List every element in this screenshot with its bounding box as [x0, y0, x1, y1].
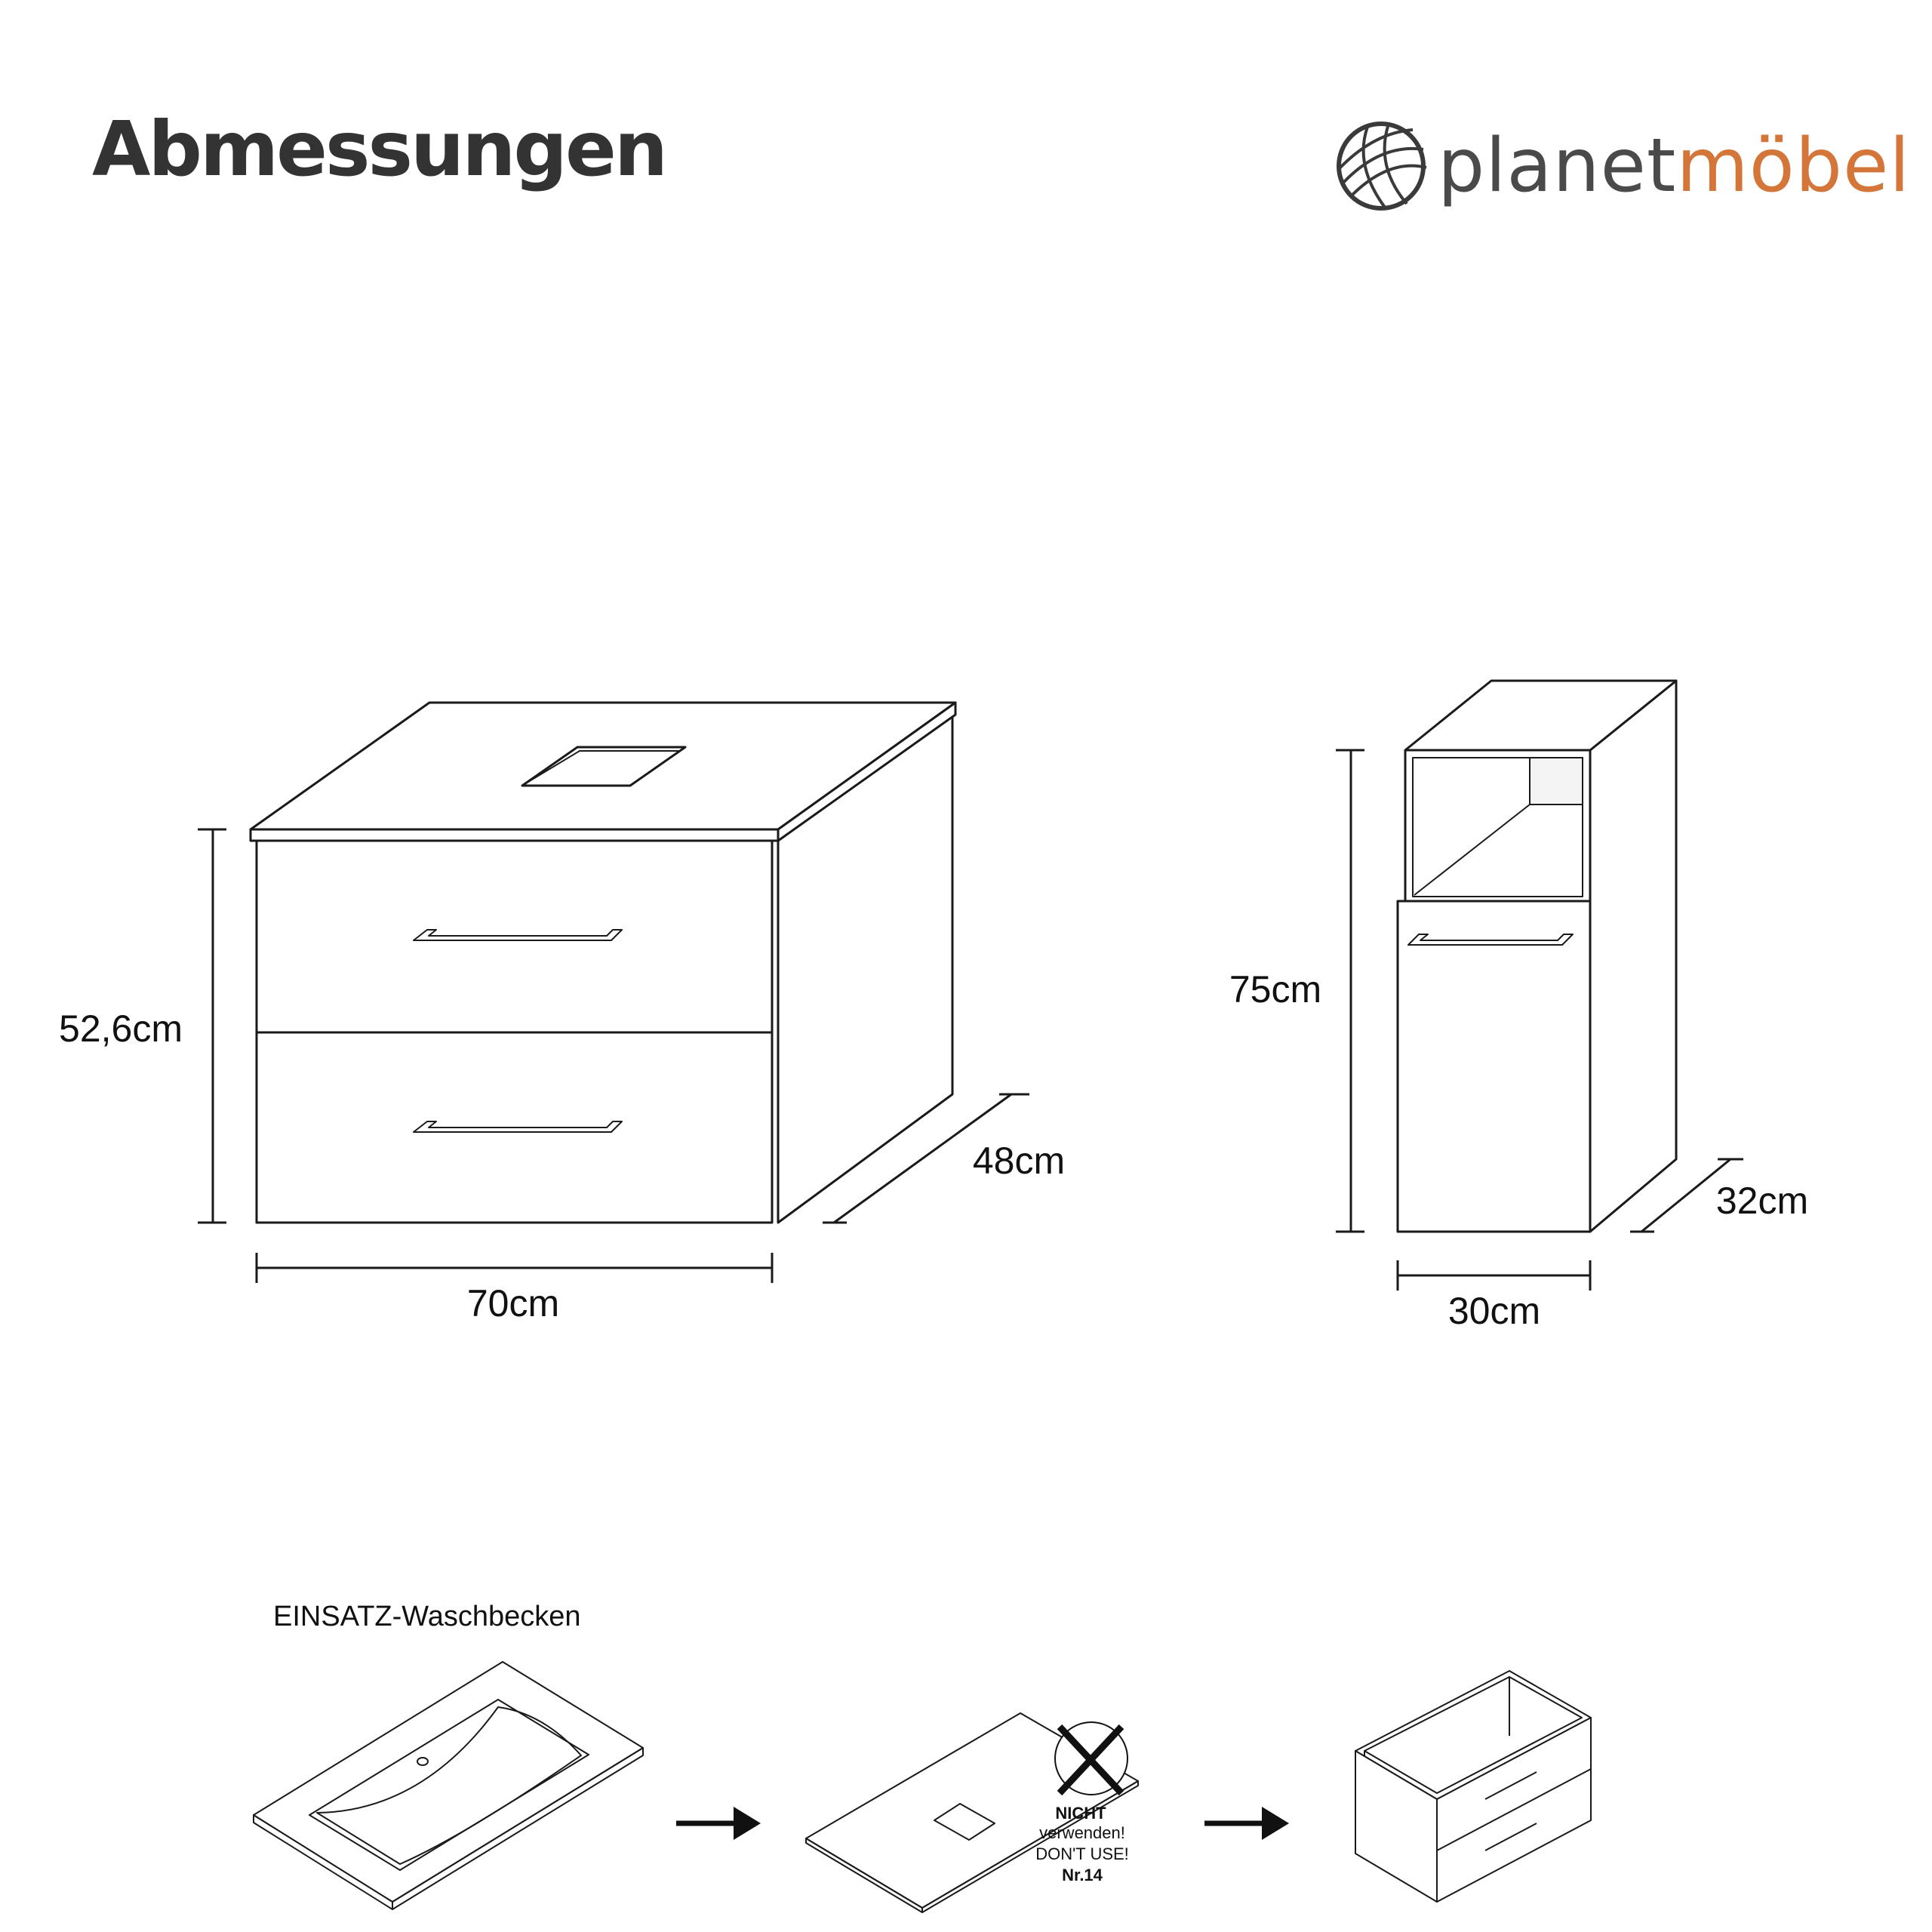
basin-bowl — [309, 1699, 589, 1871]
brand-logo: planetmöbel — [1328, 106, 1909, 219]
cabinet-depth-dimension — [1630, 1158, 1743, 1233]
globe-icon — [1337, 122, 1427, 211]
brand-name: planetmöbel — [1438, 122, 1910, 211]
carcass-drawer-divider — [1436, 1768, 1592, 1851]
brand-name-part-2: möbel — [1676, 123, 1911, 209]
arrow-right-icon — [1204, 1807, 1289, 1840]
cabinet-door-handle — [1407, 934, 1574, 946]
vanity-width-label: 70cm — [467, 1282, 559, 1324]
page-title: Abmessungen — [92, 105, 668, 193]
vanity-drawer-handle-bottom — [413, 1121, 623, 1133]
carcass-drawing — [1355, 1670, 1592, 1903]
side-cabinet-drawing: 75cm 30cm 32cm — [1229, 679, 1808, 1332]
cabinet-side-panel — [1589, 679, 1678, 1233]
countertop-not-used-drawing: NICHT verwenden! DON'T USE! Nr.14 — [805, 1712, 1139, 1913]
cabinet-width-dimension — [1396, 1260, 1592, 1291]
warning-line-4: Nr.14 — [1062, 1866, 1103, 1884]
warning-line-2: verwenden! — [1039, 1823, 1125, 1842]
vanity-unit-drawing: 52,6cm 70cm 48cm — [59, 701, 1065, 1324]
vanity-height-label: 52,6cm — [59, 1008, 183, 1050]
cabinet-depth-label: 32cm — [1716, 1180, 1808, 1222]
vanity-sink-cutout — [521, 746, 687, 787]
vanity-depth-label: 48cm — [973, 1140, 1065, 1182]
vanity-depth-dimension — [823, 1093, 1029, 1224]
installation-sequence: EINSATZ-Waschbecken — [253, 1601, 1592, 1913]
vanity-top-side-edge — [777, 701, 957, 842]
countertop-cutout — [934, 1803, 995, 1841]
prohibited-icon — [1054, 1721, 1128, 1796]
vanity-top-front-edge — [249, 828, 780, 842]
vanity-sink-cutout-inner — [528, 750, 679, 783]
cabinet-shelf-back — [1529, 757, 1583, 805]
vanity-height-dimension — [198, 828, 226, 1224]
basin-drain — [417, 1757, 429, 1766]
vanity-width-dimension — [255, 1253, 774, 1283]
brand-name-part-1: planet — [1438, 123, 1677, 209]
basin-label: EINSATZ-Waschbecken — [273, 1601, 581, 1632]
insert-basin-drawing — [253, 1661, 644, 1910]
cabinet-door — [1396, 900, 1592, 1233]
cabinet-shelf-bottom-edge — [1414, 804, 1531, 896]
cabinet-width-label: 30cm — [1448, 1290, 1540, 1332]
warning-line-3: DON'T USE! — [1035, 1844, 1129, 1863]
cabinet-height-dimension — [1336, 749, 1364, 1233]
arrow-right-icon — [676, 1807, 761, 1840]
vanity-drawer-handle-top — [413, 929, 623, 941]
warning-line-1: NICHT — [1055, 1804, 1106, 1823]
cabinet-height-label: 75cm — [1229, 968, 1321, 1011]
